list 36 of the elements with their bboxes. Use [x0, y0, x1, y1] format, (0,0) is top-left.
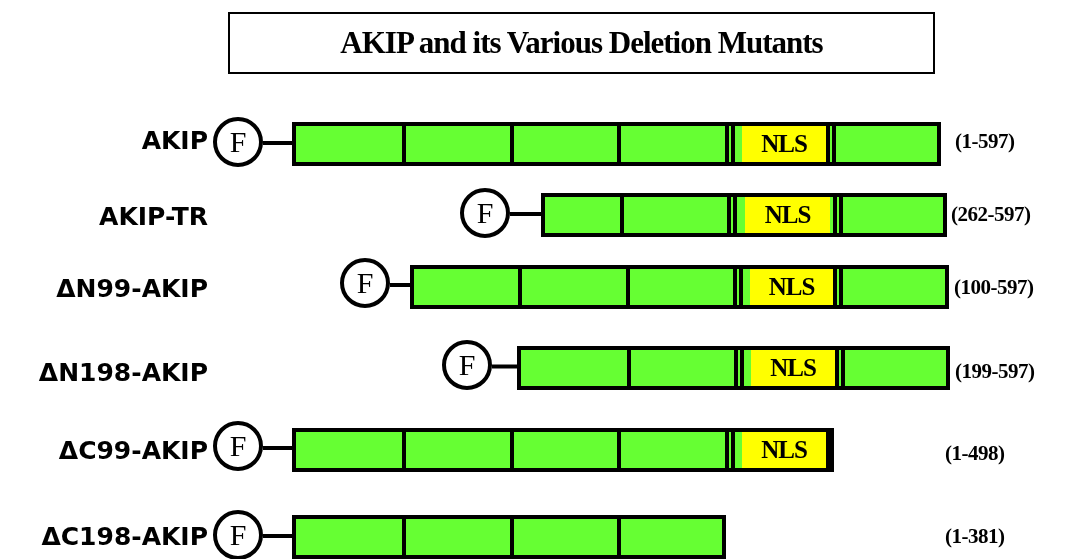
nls-domain-box: NLS: [742, 126, 826, 162]
flag-tag-circle: F: [213, 117, 263, 167]
residue-range-label: (1-597): [955, 129, 1015, 154]
title-box: AKIP and its Various Deletion Mutants: [228, 12, 935, 74]
construct-name-label: ΔC198-AKIP: [41, 522, 208, 551]
flag-tag-circle: F: [213, 510, 263, 559]
residue-range-label: (262-597): [951, 202, 1031, 227]
protein-bar: [292, 122, 941, 166]
linker-line: [263, 534, 292, 538]
linker-line: [390, 283, 410, 287]
nls-domain-box: NLS: [751, 350, 835, 386]
flag-tag-circle: F: [340, 258, 390, 308]
protein-bar: [541, 193, 947, 237]
protein-bar: [517, 346, 950, 390]
flag-tag-circle: F: [213, 421, 263, 471]
construct-name-label: ΔN99-AKIP: [56, 274, 208, 303]
nls-domain-box: NLS: [742, 432, 826, 468]
construct-name-label: ΔN198-AKIP: [38, 358, 208, 387]
residue-range-label: (1-498): [945, 441, 1005, 466]
residue-range-label: (1-381): [945, 524, 1005, 549]
construct-name-label: ΔC99-AKIP: [58, 436, 208, 465]
flag-tag-circle: F: [442, 340, 492, 390]
residue-range-label: (199-597): [955, 359, 1035, 384]
construct-name-label: AKIP-TR: [99, 202, 208, 231]
linker-line: [510, 212, 541, 216]
nls-domain-box: NLS: [750, 269, 833, 305]
protein-bar: [410, 265, 949, 309]
linker-line: [263, 141, 292, 145]
residue-range-label: (100-597): [954, 275, 1034, 300]
protein-bar: [292, 515, 726, 559]
flag-tag-circle: F: [460, 188, 510, 238]
construct-name-label: AKIP: [141, 126, 208, 155]
linker-line: [263, 446, 292, 450]
linker-line: [492, 364, 517, 369]
protein-bar: [292, 428, 834, 472]
nls-domain-box: NLS: [745, 197, 830, 233]
